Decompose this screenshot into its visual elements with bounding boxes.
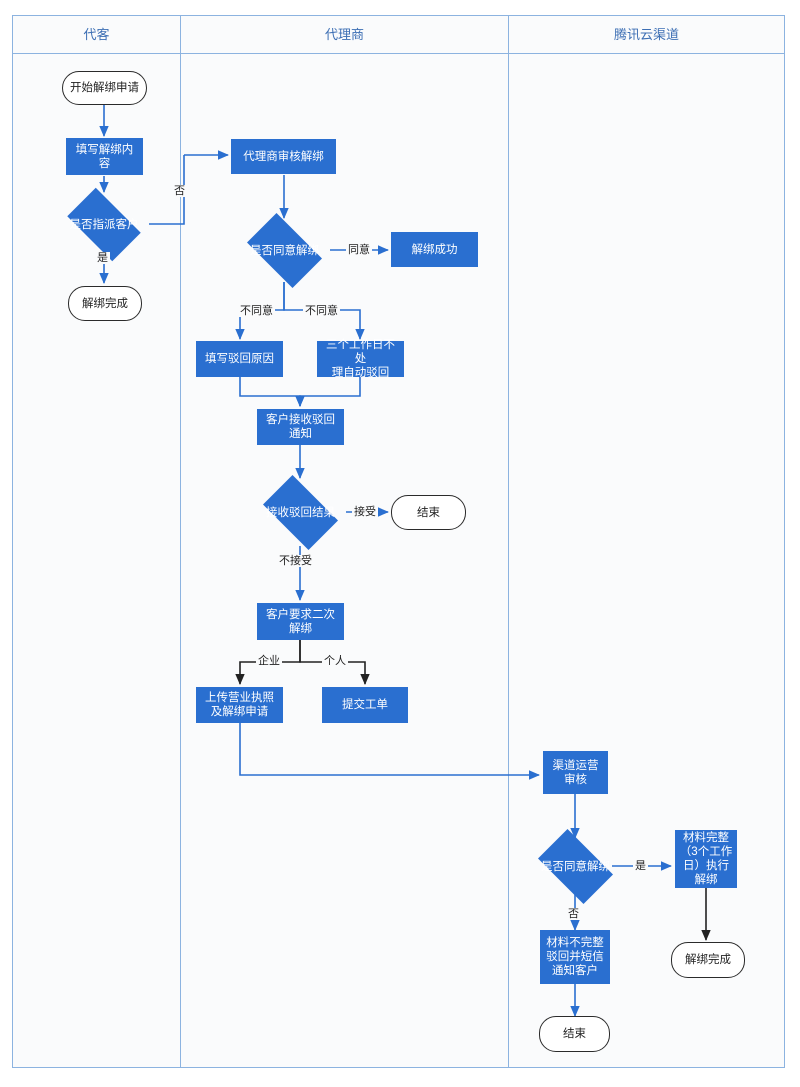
lane-divider-2 <box>508 16 509 1067</box>
lane-title-agent: 代理商 <box>324 27 364 42</box>
node-unbind-complete-customer[interactable]: 解绑完成 <box>68 286 142 321</box>
edge-label-type-person: 个人 <box>322 655 348 667</box>
edge-label-agree-yes: 同意 <box>346 244 372 256</box>
node-label: 填写驳回原因 <box>205 353 274 365</box>
node-auto-reject-three-days[interactable]: 三个工作日不处理自动驳回 <box>317 339 404 379</box>
node-end-channel[interactable]: 结束 <box>539 1016 610 1052</box>
lane-title-customer: 代客 <box>83 27 110 42</box>
node-label: 客户要求二次解绑 <box>266 608 335 635</box>
node-label: 解绑成功 <box>411 243 458 256</box>
node-customer-request-second-unbind[interactable]: 客户要求二次解绑 <box>257 603 344 640</box>
node-channel-operation-review[interactable]: 渠道运营审核 <box>543 751 608 794</box>
node-label: 材料完整（3个工作日）执行解绑 <box>679 832 733 886</box>
node-label: 结束 <box>417 506 440 519</box>
node-fill-reject-reason[interactable]: 填写驳回原因 <box>196 341 283 377</box>
edge-label-result-accept: 接受 <box>352 506 378 518</box>
node-label: 结束 <box>563 1028 586 1040</box>
node-label: 解绑完成 <box>82 297 128 310</box>
edge-label-channel-yes: 是 <box>633 860 648 872</box>
node-label: 是否指派客户 <box>69 218 139 231</box>
node-label: 是否同意解绑 <box>250 244 319 257</box>
lane-title-tencent-channel: 腾讯云渠道 <box>613 27 679 42</box>
node-label: 填写解绑内容 <box>75 143 134 170</box>
swimlane-container: 代客 代理商 腾讯云渠道 <box>12 15 785 1068</box>
node-fill-unbind-content[interactable]: 填写解绑内容 <box>66 138 143 175</box>
node-label: 材料不完整驳回并短信通知客户 <box>546 937 604 977</box>
node-unbind-success[interactable]: 解绑成功 <box>391 232 478 267</box>
edge-label-type-company: 企业 <box>256 655 282 667</box>
node-decision-agent-agree[interactable]: 是否同意解绑 <box>239 213 330 288</box>
edge-label-assign-no: 否 <box>172 185 187 197</box>
node-submit-ticket[interactable]: 提交工单 <box>322 687 408 723</box>
node-upload-license-and-application[interactable]: 上传营业执照及解绑申请 <box>196 687 283 723</box>
node-label: 是否同意解绑 <box>541 860 610 873</box>
lane-header-divider <box>13 53 784 54</box>
edge-label-assign-yes: 是 <box>95 252 110 264</box>
edge-label-channel-no: 否 <box>566 908 581 920</box>
node-label: 渠道运营审核 <box>552 759 599 786</box>
edge-label-agree-no-left: 不同意 <box>238 305 275 317</box>
node-label: 开始解绑申请 <box>70 82 139 94</box>
edge-label-agree-no-right: 不同意 <box>303 305 340 317</box>
node-label: 上传营业执照及解绑申请 <box>205 692 274 718</box>
node-label: 代理商审核解绑 <box>243 150 324 163</box>
node-materials-incomplete-reject-sms[interactable]: 材料不完整驳回并短信通知客户 <box>540 930 610 984</box>
node-label: 解绑完成 <box>685 954 731 966</box>
lane-divider-1 <box>180 16 181 1067</box>
node-unbind-complete-channel[interactable]: 解绑完成 <box>671 942 745 978</box>
node-start[interactable]: 开始解绑申请 <box>62 71 147 105</box>
node-label: 提交工单 <box>342 699 388 711</box>
node-decision-assign-customer[interactable]: 是否指派客户 <box>59 187 149 262</box>
node-label: 接收驳回结果 <box>266 506 335 519</box>
node-materials-complete-execute-unbind[interactable]: 材料完整（3个工作日）执行解绑 <box>675 830 737 888</box>
node-end-agent[interactable]: 结束 <box>391 495 466 530</box>
node-decision-reject-result[interactable]: 接收驳回结果 <box>255 475 346 550</box>
node-customer-receive-reject-notice[interactable]: 客户接收驳回通知 <box>257 409 344 445</box>
edge-label-result-not-accept: 不接受 <box>277 555 314 567</box>
node-label: 三个工作日不处理自动驳回 <box>326 339 395 379</box>
node-label: 客户接收驳回通知 <box>266 414 335 440</box>
node-agent-review-unbind[interactable]: 代理商审核解绑 <box>231 139 336 174</box>
node-decision-channel-agree[interactable]: 是否同意解绑 <box>530 829 621 904</box>
